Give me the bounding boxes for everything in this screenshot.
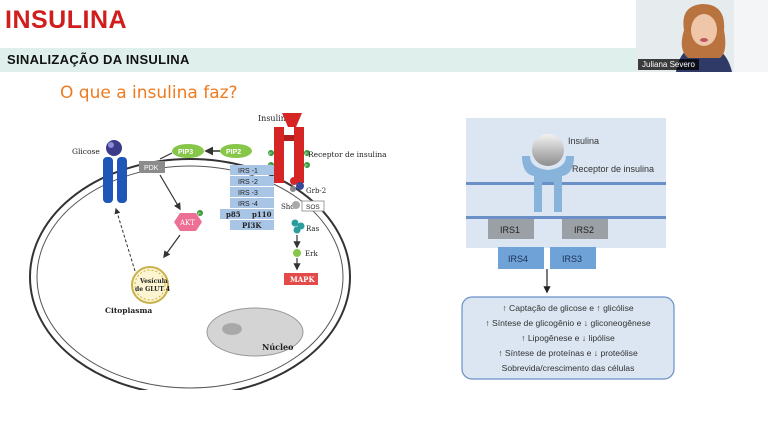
svg-text:PIP3: PIP3	[178, 149, 193, 156]
participant-name: Juliana Severo	[638, 59, 699, 70]
nucleolus	[222, 323, 242, 335]
shc-label: Shc	[281, 203, 294, 211]
svg-text:SOS: SOS	[306, 204, 320, 211]
right-label-receptor: Receptor de insulina	[572, 164, 654, 174]
cell-membrane-inner	[36, 165, 344, 389]
pip2-node	[220, 144, 252, 158]
sos-node	[301, 200, 325, 212]
glucose-molecule	[106, 140, 122, 156]
right-label-insulina: Insulina	[568, 136, 599, 146]
effect-3: ↑ Lipogênese e ↓ lipólise	[521, 333, 615, 343]
svg-text:P: P	[305, 151, 308, 156]
glut4-transporter-right	[117, 157, 127, 203]
insulin-molecule	[282, 113, 302, 127]
irs3-label: IRS -3	[238, 190, 258, 197]
effect-2: ↑ Síntese de glicogênio e ↓ gliconeogêne…	[485, 318, 651, 328]
label-citoplasma: Citoplasma	[105, 306, 152, 315]
label-insulina: Insulina	[258, 114, 291, 123]
akt-node	[174, 213, 202, 231]
vesicle-label-1: Vesícula	[139, 278, 168, 285]
svg-text:PIP2: PIP2	[226, 149, 241, 156]
section-title: SINALIZAÇÃO DA INSULINA	[7, 52, 190, 67]
slide-title: INSULINA	[5, 6, 128, 34]
mapk-node	[284, 273, 318, 285]
insulin-ball	[532, 134, 564, 166]
participant-video-tile[interactable]: Juliana Severo	[636, 0, 768, 72]
right-irs1: IRS1	[500, 225, 520, 235]
svg-text:P: P	[198, 211, 201, 216]
insulin-effects-diagram: Insulina Receptor de insulina IRS1 IRS2 …	[461, 118, 675, 380]
slide-question: O que a insulina faz?	[60, 83, 238, 103]
svg-text:PDK: PDK	[144, 165, 159, 172]
vesicle-label-2: de GLUT 4	[135, 286, 170, 293]
label-receptor-de-insulina: Receptor de insulina	[308, 150, 387, 159]
label-glicose: Glicose	[72, 147, 100, 156]
right-irs2: IRS2	[574, 225, 594, 235]
insulin-signaling-diagram: Núcleo Insulina P P P P Receptor de insu…	[29, 113, 387, 390]
p110-label: p110	[252, 210, 272, 219]
glut4-vesicle	[131, 266, 169, 304]
right-irs4: IRS4	[508, 254, 528, 264]
right-receptor	[522, 156, 574, 212]
erk-label: Erk	[305, 250, 318, 258]
irs4-label: IRS -4	[238, 201, 258, 208]
effects-box	[461, 296, 675, 380]
pdk-node	[139, 161, 165, 173]
glut4-transporter-left	[103, 157, 113, 203]
pi3k-label: PI3K	[242, 221, 262, 230]
right-irs3: IRS3	[562, 254, 582, 264]
svg-text:MAPK: MAPK	[290, 275, 315, 284]
p85-label: p85	[226, 210, 241, 219]
label-nucleo: Núcleo	[262, 342, 294, 352]
svg-text:P: P	[305, 163, 308, 168]
irs2-label: IRS -2	[238, 179, 258, 186]
receptor-left-chain	[274, 127, 284, 183]
irs1-label: IRS -1	[238, 168, 258, 175]
section-band: SINALIZAÇÃO DA INSULINA	[0, 48, 636, 72]
ras-label: Ras	[306, 225, 320, 233]
receptor-right-chain	[294, 127, 304, 183]
effect-4: ↑ Síntese de proteínas e ↓ proteólise	[498, 348, 638, 358]
effect-5: Sobrevida/crescimento das células	[502, 363, 635, 373]
grb2-label: Grb-2	[306, 187, 326, 195]
svg-text:P: P	[269, 151, 272, 156]
pip3-node	[172, 144, 204, 158]
svg-text:AKT: AKT	[179, 219, 195, 227]
effect-1: ↑ Captação de glicose e ↑ glicólise	[502, 303, 634, 313]
nucleus	[206, 307, 304, 357]
